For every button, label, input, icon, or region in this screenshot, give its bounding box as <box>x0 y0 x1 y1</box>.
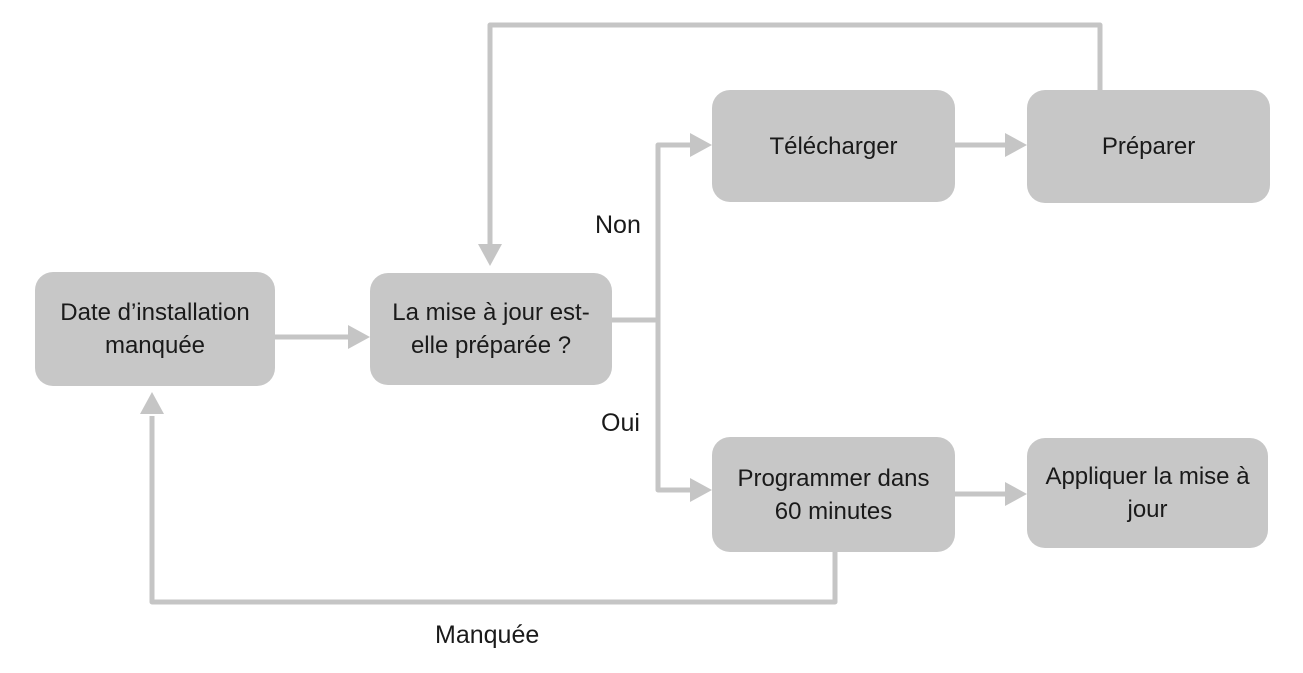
node-update-prepared-question: La mise à jour est-elle préparée ? <box>370 273 612 385</box>
node-apply-update: Appliquer la mise à jour <box>1027 438 1268 548</box>
edge-label-manquee: Manquée <box>435 621 540 649</box>
connector-schedule-to-missed-loop <box>149 416 838 605</box>
arrowhead-into-download-icon <box>690 133 712 157</box>
arrowhead-up-into-missed-icon <box>140 392 164 414</box>
node-missed-install-date: Date d’installation manquée <box>35 272 275 386</box>
arrowhead-into-question-icon <box>348 325 370 349</box>
node-apply-update-label: Appliquer la mise à jour <box>1045 463 1250 523</box>
arrowhead-into-schedule-icon <box>690 478 712 502</box>
node-prepare-label: Préparer <box>1101 133 1196 160</box>
node-schedule-60-minutes-label: Programmer dans 60 minutes <box>737 464 930 525</box>
arrowhead-down-into-question-icon <box>478 244 502 266</box>
arrowhead-into-prepare-icon <box>1005 133 1027 157</box>
node-update-prepared-question-label: La mise à jour est-elle préparée ? <box>392 299 590 359</box>
node-missed-install-date-label: Date d’installation manquée <box>60 299 250 359</box>
connector-question-to-schedule <box>655 320 690 493</box>
edge-label-oui: Oui <box>601 409 640 437</box>
node-prepare: Préparer <box>1027 90 1270 203</box>
edge-label-non: Non <box>595 211 641 239</box>
node-download: Télécharger <box>712 90 955 202</box>
connector-prepare-to-question-loop <box>487 22 1103 246</box>
arrowhead-into-apply-icon <box>1005 482 1027 506</box>
node-schedule-60-minutes: Programmer dans 60 minutes <box>712 437 955 552</box>
node-download-label: Télécharger <box>769 132 898 160</box>
connector-question-to-download <box>612 142 690 323</box>
